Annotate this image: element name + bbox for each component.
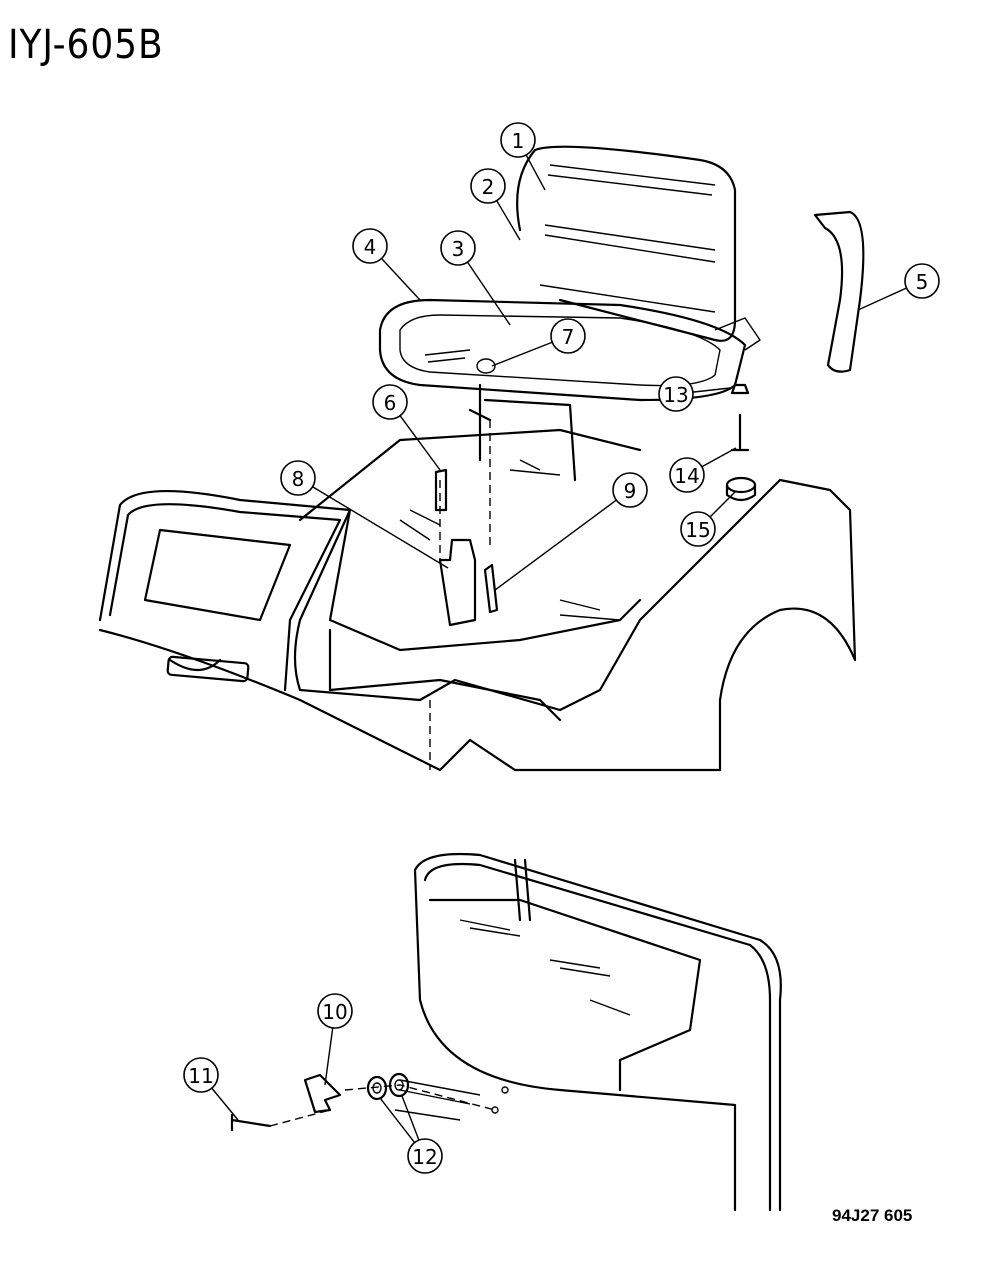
leader-line [312,486,449,569]
callout-number: 11 [188,1064,213,1088]
callout-number: 8 [292,467,305,491]
callout-4: 4 [352,228,388,264]
drawing-code: 94J27 605 [832,1206,913,1225]
callout-number: 9 [624,479,637,503]
callout-number: 15 [685,518,710,542]
callout-number: 3 [452,237,465,261]
callout-number: 1 [512,129,525,153]
callout-10: 10 [317,993,353,1029]
callout-number: 6 [384,391,397,415]
leader-line [692,387,731,393]
callout-number: 12 [412,1145,437,1169]
callout-1: 1 [500,122,536,158]
callout-number: 5 [916,270,929,294]
leader-line [381,257,421,301]
callout-15: 15 [680,511,716,547]
callout-number: 13 [663,383,688,407]
leader-line [494,499,617,591]
callout-2: 2 [470,168,506,204]
leader-line [709,491,736,518]
callout-7: 7 [550,318,586,354]
leader-line [496,200,521,241]
vehicle-body [98,428,857,772]
callout-number: 14 [674,464,699,488]
leader-line [857,287,907,311]
callout-number: 4 [364,235,377,259]
leader-line [701,447,737,468]
leader-line [401,1095,420,1141]
rear-panel-detail [394,852,782,1212]
leader-line [324,1027,334,1086]
leader-line [466,261,511,326]
leader-line [211,1087,239,1121]
callout-8: 8 [280,460,316,496]
callout-3: 3 [440,230,476,266]
callout-number: 10 [322,1000,347,1024]
seat-back [516,145,737,342]
callout-14: 14 [669,457,705,493]
callout-9: 9 [612,472,648,508]
callout-6: 6 [372,384,408,420]
leader-line [491,341,553,367]
callout-12: 12 [407,1138,443,1174]
diagram-id: IYJ-605B [8,22,164,68]
leader-line [525,154,546,191]
leader-line [379,1097,416,1143]
callout-number: 2 [482,175,495,199]
callout-11: 11 [183,1057,219,1093]
seat-cushion [378,298,761,402]
callout-13: 13 [658,376,694,412]
callout-5: 5 [904,263,940,299]
callout-number: 7 [562,325,575,349]
leader-line [399,415,441,471]
